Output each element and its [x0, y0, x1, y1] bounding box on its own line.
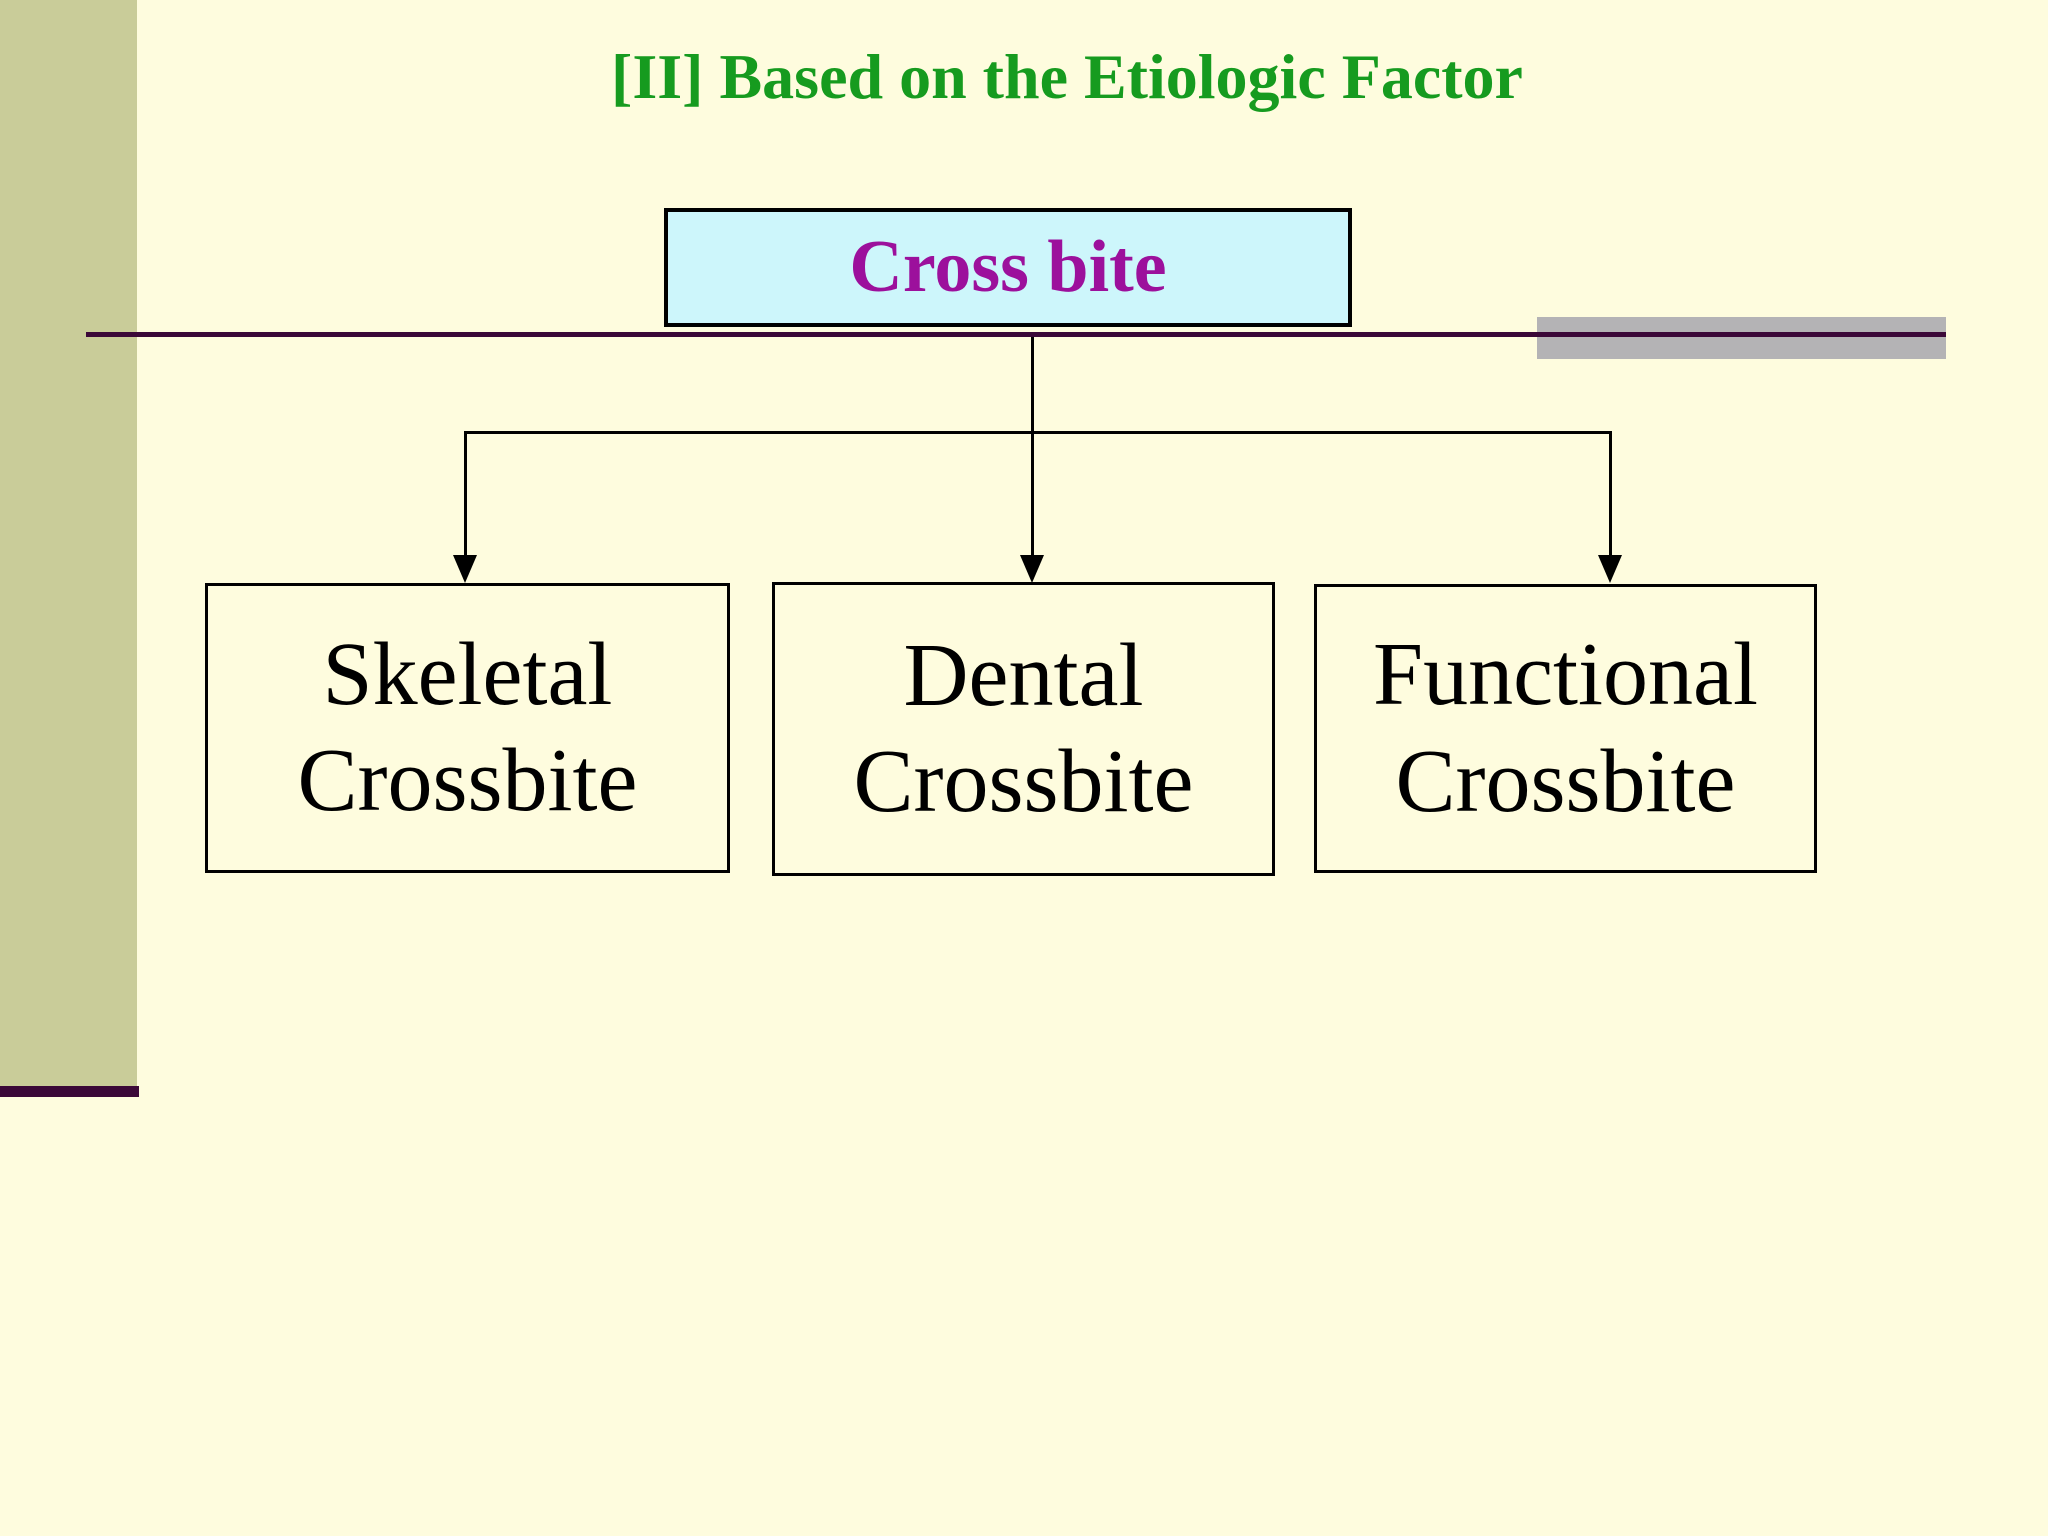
root-node-label: Cross bite [849, 226, 1167, 308]
arrowhead-down-icon [1598, 555, 1622, 583]
divider-line [86, 332, 1946, 337]
node-skeletal-crossbite: Skeletal Crossbite [205, 583, 730, 873]
node-label-line: Dental [903, 625, 1144, 725]
connector-drop-right [1609, 431, 1612, 555]
node-label-line: Crossbite [1395, 731, 1736, 831]
sidebar-accent-bar [0, 0, 137, 1086]
gray-accent-bar [1537, 317, 1946, 359]
arrowhead-down-icon [1020, 555, 1044, 583]
sidebar-bottom-accent-bar [0, 1086, 139, 1097]
root-node-crossbite: Cross bite [664, 208, 1352, 327]
connector-drop-left [464, 431, 467, 555]
node-label-line: Skeletal [322, 624, 613, 724]
node-label-line: Functional [1373, 625, 1758, 725]
connector-stem-center [1031, 337, 1034, 555]
connector-horizontal-bar [464, 431, 1612, 434]
node-dental-crossbite: Dental Crossbite [772, 582, 1275, 876]
node-label-line: Crossbite [297, 731, 638, 830]
slide-title: [II] Based on the Etiologic Factor [611, 41, 1523, 112]
arrowhead-down-icon [453, 555, 477, 583]
node-label-line: Crossbite [853, 732, 1194, 831]
node-functional-crossbite: Functional Crossbite [1314, 584, 1817, 873]
